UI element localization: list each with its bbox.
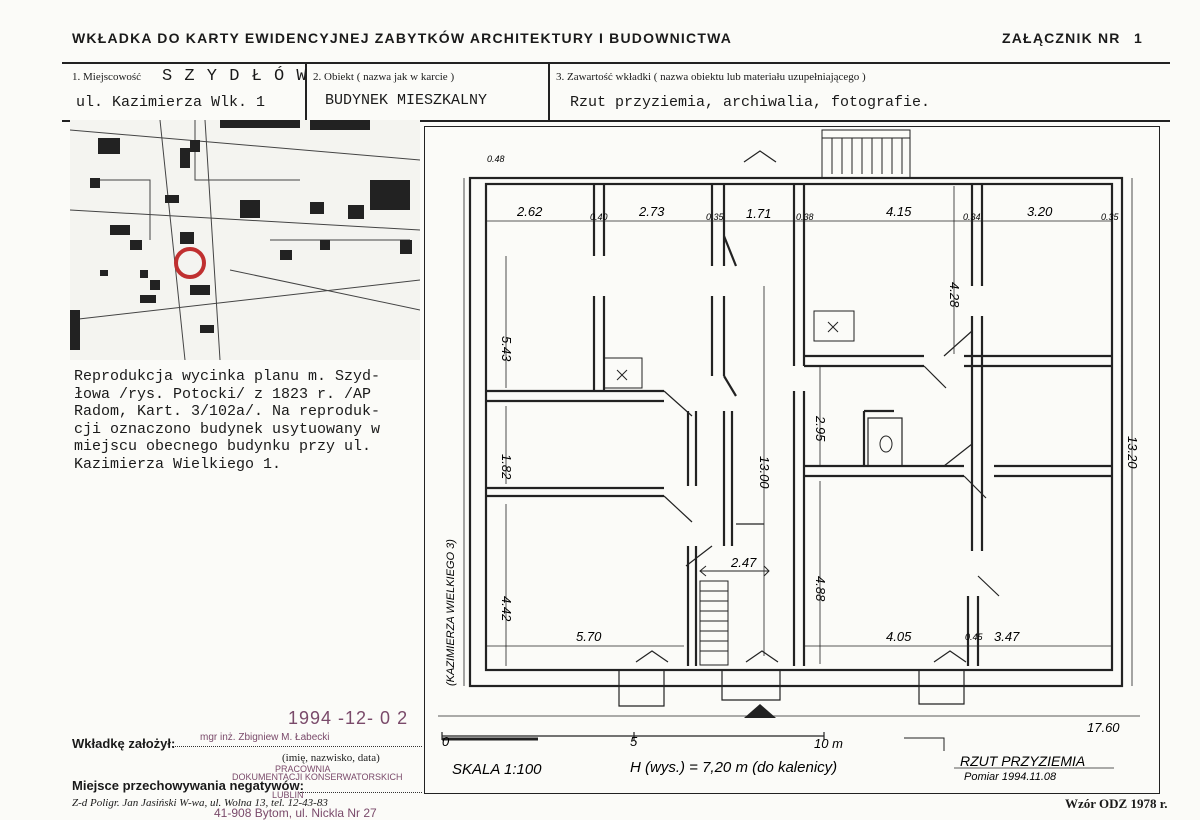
dim-13-00: 13.00 [757,456,772,489]
scale-bar [441,732,825,741]
printer-stamp: 41-908 Bytom, ul. Nickla Nr 27 [214,806,377,820]
dim-0-35b: 0.35 [1101,212,1120,222]
table-bottom-rule [62,120,1170,122]
founder-line [172,746,422,747]
street-name: (KAZIMIERZA WIELKIEGO 3) [445,539,457,686]
dim-1-82: 1.82 [499,454,514,480]
form-model: Wzór ODZ 1978 r. [1065,796,1168,811]
annex-number: 1 [1134,30,1143,46]
scale-tick-5: 5 [630,734,638,749]
field-3-label: 3. Zawartość wkładki ( nazwa obiektu lub… [556,71,866,83]
map-caption-line: Reprodukcja wycinka planu m. Szyd- [74,368,381,385]
dim-2-95: 2.95 [813,415,828,442]
negatives-stamp-3: LUBLIN [272,790,304,800]
table-top-rule [62,62,1170,64]
map-caption-line: Radom, Kart. 3/102a/. Na reproduk- [74,403,381,420]
dim-4-28: 4.28 [947,282,962,308]
date-stamp: 1994 -12- 0 2 [288,708,409,728]
negatives-line [300,792,422,793]
field-3-value: Rzut przyziemia, archiwalia, fotografie. [570,94,931,111]
map-caption-line: łowa /rys. Potocki/ z 1823 r. /AP [74,385,372,403]
building-height: H (wys.) = 7,20 m (do kalenicy) [630,759,837,776]
dim-0-34: 0.34 [963,212,981,222]
survey-date: Pomiar 1994.11.08 [964,771,1057,783]
dim-0-38: 0.38 [796,212,814,222]
dim-3-47: 3.47 [994,629,1020,644]
founder-stamp: mgr inż. Zbigniew M. Łabecki [200,732,330,743]
scale-label: SKALA 1:100 [452,761,542,778]
dim-2-47: 2.47 [730,555,757,570]
document-title: WKŁADKA DO KARTY EWIDENCYJNEJ ZABYTKÓW A… [72,30,733,46]
annex-label: ZAŁĄCZNIK NR [1002,30,1121,46]
field-2-label: 2. Obiekt ( nazwa jak w karcie ) [313,71,455,83]
field-1-value: S Z Y D Ł Ó W [162,67,308,86]
dim-4-88: 4.88 [813,576,828,602]
interior-stair [699,565,770,666]
interior-walls [486,184,1112,666]
dim-0-45: 0.45 [965,632,984,642]
field-2-value: BUDYNEK MIESZKALNY [325,92,488,109]
dim-2-73: 2.73 [638,204,665,219]
plan-title: RZUT PRZYZIEMIA [960,753,1085,769]
ground-floor-plan: 2.62 2.73 1.71 4.15 3.20 3.47 4.05 5.70 … [438,129,1140,783]
dim-4-42: 4.42 [499,596,514,622]
leader-line [904,737,945,751]
dim-2-62: 2.62 [516,204,543,219]
exterior-stair-top [821,129,911,179]
dim-5-43: 5.43 [499,336,514,362]
negatives-stamp-1: PRACOWNIA [275,764,331,774]
outer-walls [468,176,1124,688]
dim-13-20: 13.20 [1125,436,1140,469]
dim-3-20: 3.20 [1027,204,1053,219]
negatives-stamp-2: DOKUMENTACJI KONSERWATORSKICH [232,772,403,782]
dim-1-71: 1.71 [746,206,771,221]
map-caption-line: miejscu obecnego budynku przy ul. [74,438,372,455]
map-caption-line: Kazimierza Wielkiego 1. [74,455,282,473]
north-arrow-icon [744,704,776,718]
scale-tick-0: 0 [442,734,450,749]
founder-label: Wkładkę założył: [72,736,176,751]
dim-17-60: 17.60 [1087,720,1120,735]
printer-info: Z-d Poligr. Jan Jasiński W-wa, ul. Wolna… [72,797,328,809]
map-caption: Reprodukcja wycinka planu m. Szyd- łowa … [74,368,380,473]
dim-0-40: 0.40 [590,212,608,222]
historic-map-reproduction [70,120,420,360]
dim-0-35: 0.35 [706,212,725,222]
dim-0-48: 0.48 [487,154,505,164]
chimney-symbols [603,310,903,467]
entrances [618,150,967,707]
dim-4-05: 4.05 [886,629,912,644]
floor-plan-frame [424,126,1160,794]
table-divider-1 [305,62,307,120]
dim-4-15: 4.15 [886,204,912,219]
negatives-label: Miejsce przechowywania negatywów: [72,778,304,793]
scale-tick-10: 10 m [814,736,843,751]
map-caption-line: cji oznaczono budynek usytuowany w [74,420,381,438]
founder-note: (imię, nazwisko, data) [282,752,380,764]
field-1-address: ul. Kazimierza Wlk. 1 [76,94,266,111]
table-divider-2 [548,62,550,120]
dimension-lines [438,178,1140,717]
door-swings [663,330,1000,597]
field-1-label: 1. Miejscowość [72,71,142,83]
dim-5-70: 5.70 [576,629,602,644]
